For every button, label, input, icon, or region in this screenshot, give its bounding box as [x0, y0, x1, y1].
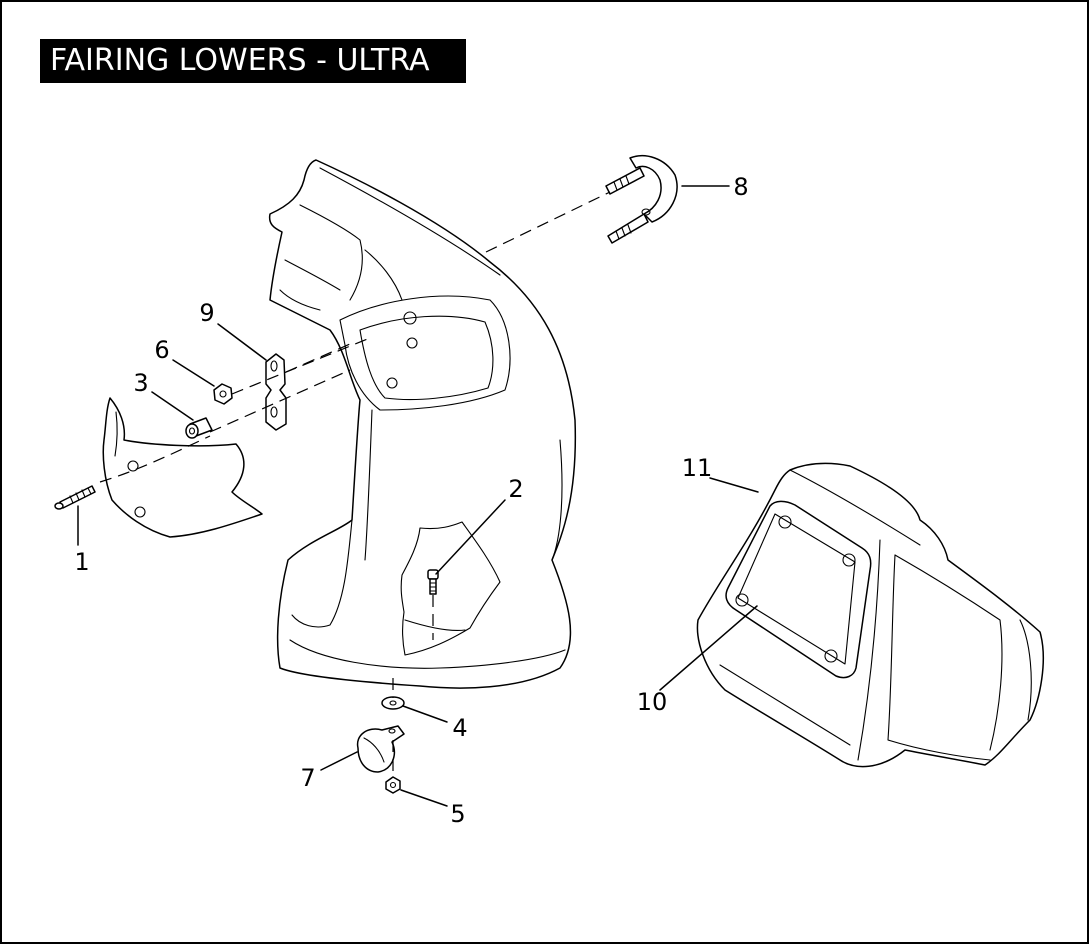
part-7-clamp: [356, 725, 405, 773]
assembly-line: [485, 191, 611, 253]
callout-4: 4: [452, 714, 467, 742]
page-title: FAIRING LOWERS - ULTRA: [50, 43, 430, 78]
part-10-door: [725, 500, 872, 679]
leader-lines: [77, 185, 759, 807]
callout-3: 3: [133, 369, 148, 397]
part-4-washer: [381, 696, 405, 710]
lower-cap-part: [102, 397, 263, 538]
callout-10: 10: [637, 688, 668, 716]
part-9-bracket: [265, 353, 287, 431]
assembly-line: [285, 343, 351, 373]
callout-9: 9: [199, 299, 214, 327]
part-2-screw: [427, 569, 439, 595]
callout-6: 6: [154, 336, 169, 364]
part-5-nut: [385, 776, 401, 794]
title-banner: FAIRING LOWERS - ULTRA: [40, 39, 466, 83]
part-8-u-bolt: [605, 154, 678, 244]
part-6-nut: [213, 383, 233, 405]
part-3-spacer: [185, 417, 213, 439]
callout-2: 2: [508, 475, 523, 503]
part-1-screw: [54, 485, 96, 510]
assembly-line: [99, 435, 211, 483]
callout-11: 11: [682, 454, 713, 482]
assembly-line: [209, 369, 351, 433]
assembly-line: [231, 337, 371, 395]
callout-1: 1: [74, 548, 89, 576]
callout-8: 8: [733, 173, 748, 201]
fairing-lower-part: [268, 159, 577, 689]
callout-5: 5: [450, 800, 465, 828]
callout-7: 7: [300, 764, 315, 792]
